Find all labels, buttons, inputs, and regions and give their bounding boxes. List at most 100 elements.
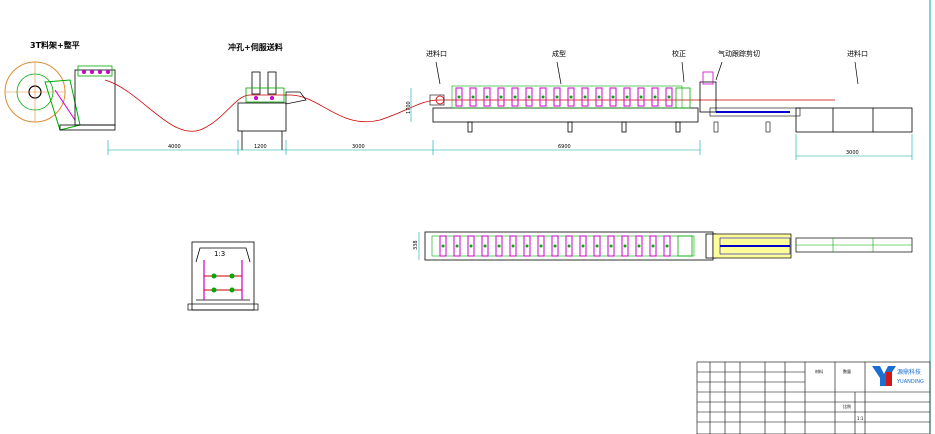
dim-d3: 3000 — [352, 144, 365, 150]
roller-shaft — [483, 244, 487, 248]
roller-shaft — [469, 244, 473, 248]
roller-shaft — [525, 244, 529, 248]
roller-shaft — [639, 95, 643, 99]
roller-shaft — [471, 95, 475, 99]
roller-shaft — [553, 244, 557, 248]
roller-stand — [483, 87, 491, 107]
roller-shaft — [457, 95, 461, 99]
straighten-label: 校正 — [672, 49, 686, 58]
roller-shaft — [651, 244, 655, 248]
infeed-left-label: 进料口 — [426, 49, 447, 58]
plan-roller-stands — [439, 235, 671, 257]
roller-stand — [537, 235, 545, 257]
roller-stand — [567, 87, 575, 107]
roller-shaft — [653, 95, 657, 99]
roller-stand — [649, 235, 657, 257]
tb-quantity: 数量 — [843, 368, 851, 374]
roller-stand — [579, 235, 587, 257]
roller-stand — [593, 235, 601, 257]
roller-shaft — [527, 95, 531, 99]
forming-legs — [467, 121, 681, 133]
roller-stand — [635, 235, 643, 257]
dim-d2: 1200 — [254, 144, 267, 150]
roller-stand — [637, 87, 645, 107]
roller-shaft — [539, 244, 543, 248]
cutting-label: 气动跟踪剪切 — [718, 49, 760, 58]
dim-height1: 1700 — [406, 101, 412, 114]
roller-shaft — [441, 244, 445, 248]
dim-d5: 3000 — [846, 150, 859, 156]
roller-stand — [523, 235, 531, 257]
roller-shaft — [609, 244, 613, 248]
company-logo — [872, 366, 896, 386]
roller-shaft — [455, 244, 459, 248]
roller-shaft — [581, 244, 585, 248]
plan-view — [418, 231, 913, 261]
dimension-lines — [107, 88, 913, 160]
cutting-unit — [675, 71, 801, 133]
company-name-en: YUANDING — [896, 379, 924, 385]
roller-stand — [453, 235, 461, 257]
roller-stand — [663, 235, 671, 257]
detail-scale-label: 1:3 — [214, 250, 225, 258]
uncoiler-label: 3T料架+整平 — [30, 40, 80, 50]
detail-view — [187, 241, 259, 311]
roller-stand — [439, 235, 447, 257]
roller-stand — [525, 87, 533, 107]
roller-shaft — [623, 244, 627, 248]
uncoiler-machine — [4, 61, 116, 131]
roller-stand — [539, 87, 547, 107]
roller-stand — [467, 235, 475, 257]
roller-shaft — [513, 95, 517, 99]
roller-stand — [607, 235, 615, 257]
roller-shaft — [637, 244, 641, 248]
roller-stand — [565, 235, 573, 257]
roller-shaft — [555, 95, 559, 99]
roller-stand — [651, 87, 659, 107]
title-block — [696, 361, 931, 434]
roller-stand — [481, 235, 489, 257]
forming-machine — [429, 85, 699, 133]
punch-machine — [237, 71, 307, 150]
forming-label: 成型 — [552, 49, 566, 58]
roller-shaft — [597, 95, 601, 99]
roller-stand — [469, 87, 477, 107]
roller-stand — [581, 87, 589, 107]
tb-ratio: 比例 — [843, 403, 851, 409]
roller-stand — [553, 87, 561, 107]
roller-stand — [495, 235, 503, 257]
roller-stand — [609, 87, 617, 107]
roller-shaft — [485, 95, 489, 99]
roller-shaft — [497, 244, 501, 248]
roller-shaft — [667, 95, 671, 99]
leader-lines — [435, 61, 859, 85]
dim-width1: 338 — [413, 240, 419, 250]
roller-stand — [623, 87, 631, 107]
punch-label: 冲孔+伺服送料 — [228, 42, 283, 52]
roller-shaft — [611, 95, 615, 99]
infeed-right-label: 进料口 — [847, 49, 868, 58]
dim-d4: 6900 — [558, 144, 571, 150]
roller-shaft — [665, 244, 669, 248]
runout-table — [795, 107, 913, 133]
strip-path — [104, 79, 835, 132]
roller-shaft — [595, 244, 599, 248]
roller-stand — [497, 87, 505, 107]
tb-scale: 1:1 — [857, 416, 864, 421]
roller-stand — [621, 235, 629, 257]
roller-shaft — [541, 95, 545, 99]
roller-stand — [595, 87, 603, 107]
roller-shaft — [511, 244, 515, 248]
forming-roller-stands — [455, 87, 673, 107]
roller-stand — [509, 235, 517, 257]
roller-stand — [665, 87, 673, 107]
roller-stand — [455, 87, 463, 107]
tb-material: 材料 — [815, 368, 823, 374]
roller-stand — [511, 87, 519, 107]
company-name-cn: 源鼎科技 — [897, 368, 921, 376]
roller-shaft — [567, 244, 571, 248]
roller-stand — [551, 235, 559, 257]
roller-shaft — [569, 95, 573, 99]
roller-shaft — [499, 95, 503, 99]
